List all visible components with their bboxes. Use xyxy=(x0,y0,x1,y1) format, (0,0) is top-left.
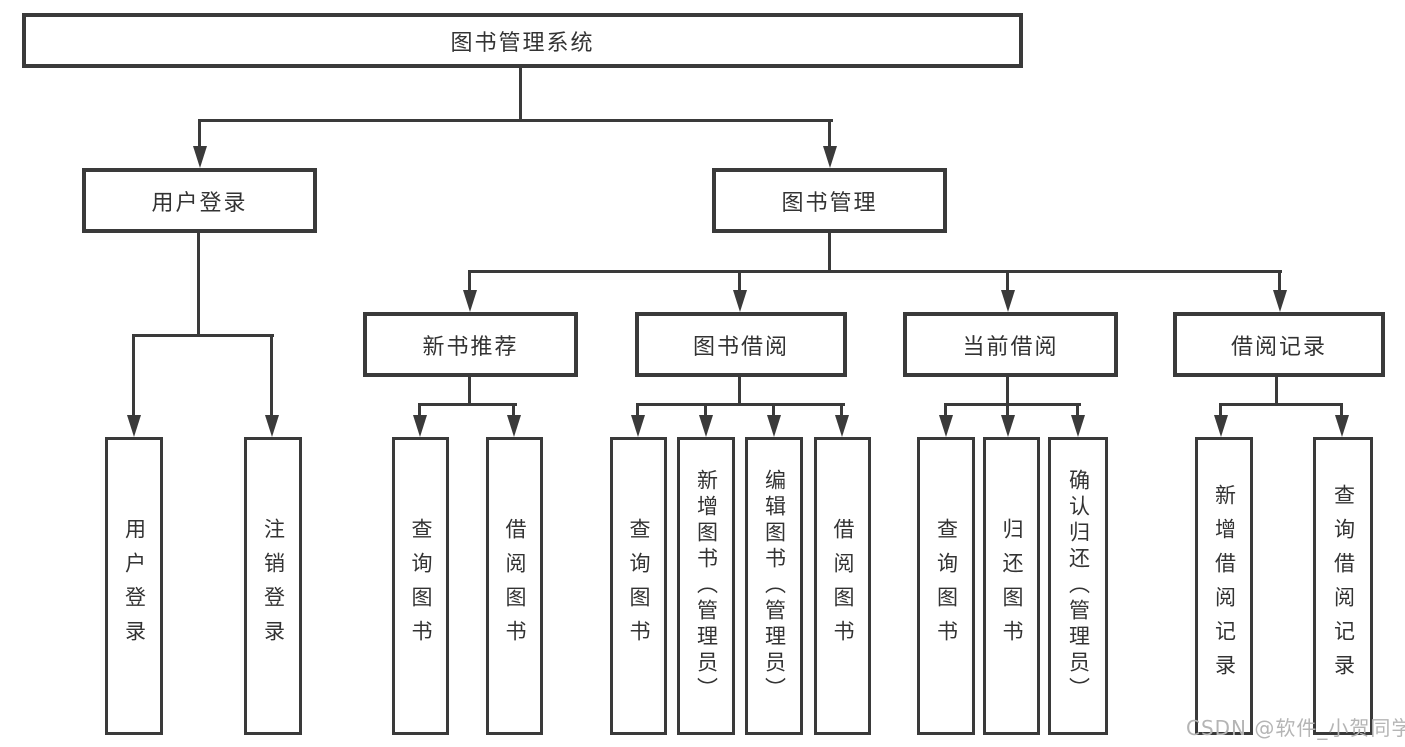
connector-drop-current-borrow xyxy=(1006,270,1009,294)
node-current-borrow-label: 当前借阅 xyxy=(962,334,1059,360)
leaf-borrow-query-books-label: 查询图书 xyxy=(627,518,651,654)
csdn-watermark: CSDN @软件_小贺同学 xyxy=(1186,716,1405,740)
arrowhead-book-mgmt xyxy=(823,146,837,168)
node-user-login: 用户登录 xyxy=(82,168,317,233)
connector-book-borrow-trunk xyxy=(738,375,741,406)
arrowhead-user-login xyxy=(193,146,207,168)
arrowhead-current-return xyxy=(1001,415,1015,437)
leaf-new-query-books-label: 查询图书 xyxy=(409,518,433,654)
leaf-add-books-admin: 新增图书（管理员） xyxy=(677,437,735,735)
connector-drop-current-return xyxy=(1006,403,1009,417)
arrowhead-new-book xyxy=(463,290,477,312)
connector-user-login-trunk xyxy=(197,231,200,337)
arrowhead-current-confirm xyxy=(1071,415,1085,437)
connector-drop-new-book xyxy=(468,270,471,294)
connector-current-borrow-branch xyxy=(944,403,1081,406)
leaf-logout-label: 注销登录 xyxy=(261,518,286,654)
connector-drop-current-confirm xyxy=(1076,403,1079,417)
connector-book-borrow-branch xyxy=(636,403,845,406)
arrowhead-current-query xyxy=(939,415,953,437)
connector-drop-current-query xyxy=(944,403,947,417)
node-borrow-records-label: 借阅记录 xyxy=(1230,334,1327,360)
arrowhead-new-borrow xyxy=(507,415,521,437)
connector-drop-borrow-query xyxy=(636,403,639,417)
connector-borrow-record-trunk xyxy=(1275,375,1278,406)
leaf-borrow-borrow-books: 借阅图书 xyxy=(814,437,871,735)
connector-drop-borrow-record xyxy=(1278,270,1281,294)
leaf-add-borrow-record-label: 新增借阅记录 xyxy=(1212,484,1237,688)
connector-drop-user-login xyxy=(198,119,201,149)
connector-drop-borrow-add xyxy=(704,403,707,417)
leaf-new-borrow-books-label: 借阅图书 xyxy=(503,518,527,654)
node-root: 图书管理系统 xyxy=(22,13,1023,68)
connector-new-book-trunk xyxy=(468,375,471,406)
leaf-edit-books-admin: 编辑图书（管理员） xyxy=(745,437,803,735)
connector-book-mgmt-trunk xyxy=(828,231,831,273)
arrowhead-login-user xyxy=(127,415,141,437)
arrowhead-borrow-borrow xyxy=(835,415,849,437)
connector-current-borrow-trunk xyxy=(1006,375,1009,406)
leaf-edit-books-admin-label: 编辑图书（管理员） xyxy=(762,469,787,703)
node-root-label: 图书管理系统 xyxy=(450,30,595,56)
node-borrow-records: 借阅记录 xyxy=(1173,312,1385,377)
arrowhead-new-query xyxy=(413,415,427,437)
arrowhead-borrow-edit xyxy=(767,415,781,437)
leaf-add-borrow-record: 新增借阅记录 xyxy=(1195,437,1253,735)
node-new-book-recommend: 新书推荐 xyxy=(363,312,578,377)
connector-level2-branch xyxy=(198,119,833,122)
connector-drop-new-borrow xyxy=(512,403,515,417)
node-user-login-label: 用户登录 xyxy=(151,190,248,216)
arrowhead-login-logout xyxy=(265,415,279,437)
connector-drop-borrow-edit xyxy=(772,403,775,417)
arrowhead-borrow-add xyxy=(699,415,713,437)
node-current-borrow: 当前借阅 xyxy=(903,312,1118,377)
node-book-borrow-label: 图书借阅 xyxy=(692,334,789,360)
leaf-return-books: 归还图书 xyxy=(983,437,1040,735)
connector-root-trunk xyxy=(519,68,522,122)
leaf-query-borrow-record-label: 查询借阅记录 xyxy=(1331,484,1356,688)
connector-drop-book-borrow xyxy=(738,270,741,294)
leaf-add-books-admin-label: 新增图书（管理员） xyxy=(694,469,719,703)
leaf-user-login-label: 用户登录 xyxy=(122,518,147,654)
connector-new-book-branch xyxy=(418,403,517,406)
arrowhead-record-add xyxy=(1214,415,1228,437)
leaf-query-borrow-record: 查询借阅记录 xyxy=(1313,437,1373,735)
leaf-current-query-books: 查询图书 xyxy=(917,437,975,735)
leaf-borrow-query-books: 查询图书 xyxy=(610,437,667,735)
arrowhead-borrow-record xyxy=(1273,290,1287,312)
connector-drop-new-query xyxy=(418,403,421,417)
leaf-new-query-books: 查询图书 xyxy=(392,437,449,735)
leaf-confirm-return-admin-label: 确认归还（管理员） xyxy=(1066,469,1091,703)
connector-drop-record-query xyxy=(1340,403,1343,417)
leaf-borrow-borrow-books-label: 借阅图书 xyxy=(831,518,855,654)
arrowhead-borrow-query xyxy=(631,415,645,437)
node-book-management: 图书管理 xyxy=(712,168,947,233)
connector-drop-record-add xyxy=(1219,403,1222,417)
arrowhead-book-borrow xyxy=(733,290,747,312)
leaf-user-login: 用户登录 xyxy=(105,437,163,735)
connector-drop-borrow-borrow xyxy=(840,403,843,417)
leaf-return-books-label: 归还图书 xyxy=(1000,518,1024,654)
leaf-current-query-books-label: 查询图书 xyxy=(934,518,959,654)
connector-drop-login-logout xyxy=(270,334,273,417)
leaf-new-borrow-books: 借阅图书 xyxy=(486,437,543,735)
leaf-logout: 注销登录 xyxy=(244,437,302,735)
node-book-borrow: 图书借阅 xyxy=(635,312,847,377)
connector-borrow-record-branch xyxy=(1219,403,1343,406)
connector-drop-book-mgmt xyxy=(828,119,831,149)
node-book-management-label: 图书管理 xyxy=(781,190,878,216)
connector-drop-login-user xyxy=(132,334,135,417)
node-new-book-recommend-label: 新书推荐 xyxy=(422,334,519,360)
connector-level3-branch xyxy=(468,270,1282,273)
leaf-confirm-return-admin: 确认归还（管理员） xyxy=(1048,437,1108,735)
connector-user-login-branch xyxy=(132,334,274,337)
arrowhead-record-query xyxy=(1335,415,1349,437)
arrowhead-current-borrow xyxy=(1001,290,1015,312)
